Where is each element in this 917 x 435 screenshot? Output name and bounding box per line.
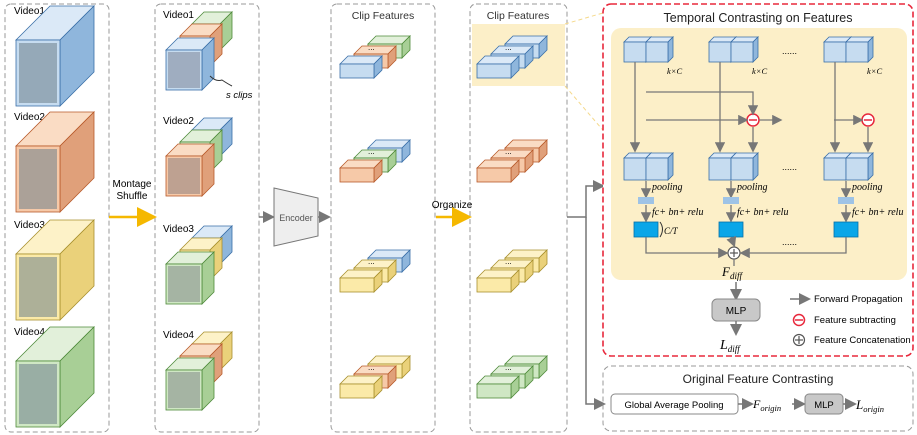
legend-subtract-label: Feature subtracting [814,315,896,326]
video-column-frame [4,3,110,433]
montage-frame-3 [168,266,200,302]
reduced-feature-2 [718,221,744,238]
mlp-label: MLP [726,306,747,317]
temporal-panel-fill [611,28,907,280]
video-frame-2 [19,149,57,209]
origin-mlp-label: MLP [814,400,834,411]
original-panel [602,365,914,432]
l-origin-label: Lorigin [855,397,884,414]
feat-left-3-dots: ... [368,257,375,266]
montage-frame-4 [168,372,200,408]
clip-features-right: ............ [476,35,548,399]
clip-features-frame-left [330,3,436,433]
temporal-bottom-b-3 [845,152,874,181]
kxc-label-3: k×C [867,66,883,76]
legend-concat-label: Feature Concatenation [814,335,911,346]
feat-left-1-dots: ... [368,43,375,52]
legend-forward-label: Forward Propagation [814,294,903,305]
temporal-title: Temporal Contrasting on Features [664,11,853,25]
feat-right-4-2 [476,375,520,399]
feat-right-4-dots: ... [505,363,512,372]
feat-left-2-2 [339,159,383,183]
feat-left-4-dots: ... [368,363,375,372]
feat-right-2-dots: ... [505,147,512,156]
video-frame-1 [19,43,57,103]
montage-clip-front-4 [165,357,215,411]
montage-label-1: Video1 [163,10,194,21]
montage-frame-2 [168,158,200,194]
c-over-t-label: C/T [664,226,679,236]
fc-label-3: fc+ bn+ relu [852,207,903,218]
reduced-feature-1 [633,221,659,238]
f-origin-label: Forigin [752,397,781,413]
montage-clip-front-3 [165,251,215,305]
temporal-top-b-3 [845,36,874,63]
l-diff-label: Ldiff [719,338,741,354]
s-clips-label: s clips [226,90,253,101]
clip-features-title-right: Clip Features [487,10,549,22]
feat-right-3-2 [476,269,520,293]
montage-label-3: Video3 [163,224,194,235]
encoder-trapezoid [273,187,319,247]
c-over-t-brace [659,221,663,238]
temporal-columns: k×C pooling fc+ bn+ relu k×C pooling fc+ bn+ … [623,36,903,266]
feat-left-2-dots: ... [368,147,375,156]
video-frame-3 [19,257,57,317]
kxc-label-1: k×C [667,66,683,76]
feat-left-4-2 [339,375,383,399]
pooling-label-3: pooling [851,182,883,193]
encoder-label: Encoder [279,213,313,223]
f-diff-label: Fdiff [721,264,743,281]
organize-label: Organize [432,200,473,211]
feat-right-2-2 [476,159,520,183]
pooling-label-2: pooling [736,182,768,193]
s-clips-brace [209,75,233,87]
feat-left-3-2 [339,269,383,293]
montage-clip-front-2 [165,143,215,197]
montage-label-2: Video2 [163,116,194,127]
montage-frame-1 [168,52,200,88]
temporal-top-b-1 [645,36,674,63]
montage-label-4: Video4 [163,330,194,341]
clip-features-frame-right [469,3,568,433]
pooled-feature-2 [723,197,739,204]
pooled-feature-3 [838,197,854,204]
column-dots-3: ...... [782,237,797,247]
column-dots-2: ...... [782,162,797,172]
video-label-2: Video2 [14,112,45,123]
montage-label-line2: Shuffle [117,191,148,202]
feat-left-1-2 [339,55,383,79]
video-frame-4 [19,364,57,424]
montage-label-line1: Montage [113,179,152,190]
temporal-top-b-2 [730,36,759,63]
fc-label-2: fc+ bn+ relu [737,207,788,218]
pooling-label-1: pooling [651,182,683,193]
video-label-4: Video4 [14,327,45,338]
feat-right-3-dots: ... [505,257,512,266]
temporal-bottom-b-1 [645,152,674,181]
branch-original-arrow [585,217,606,410]
kxc-label-2: k×C [752,66,768,76]
clip-features-left: ............ [339,35,411,399]
clip-features-title-left: Clip Features [352,10,414,22]
feat-right-1-2 [476,55,520,79]
fc-label-1: fc+ bn+ relu [652,207,703,218]
gap-label: Global Average Pooling [624,400,723,411]
branch-temporal-arrow [567,180,605,218]
pooled-feature-1 [638,197,654,204]
original-title: Original Feature Contrasting [683,372,834,386]
video-label-1: Video1 [14,6,45,17]
column-dots-1: ...... [782,46,797,56]
temporal-bottom-b-2 [730,152,759,181]
reduced-feature-3 [833,221,859,238]
feat-right-1-dots: ... [505,43,512,52]
video-label-3: Video3 [14,220,45,231]
zoom-line-top [564,7,621,25]
montage-clip-front-1 [165,37,215,91]
